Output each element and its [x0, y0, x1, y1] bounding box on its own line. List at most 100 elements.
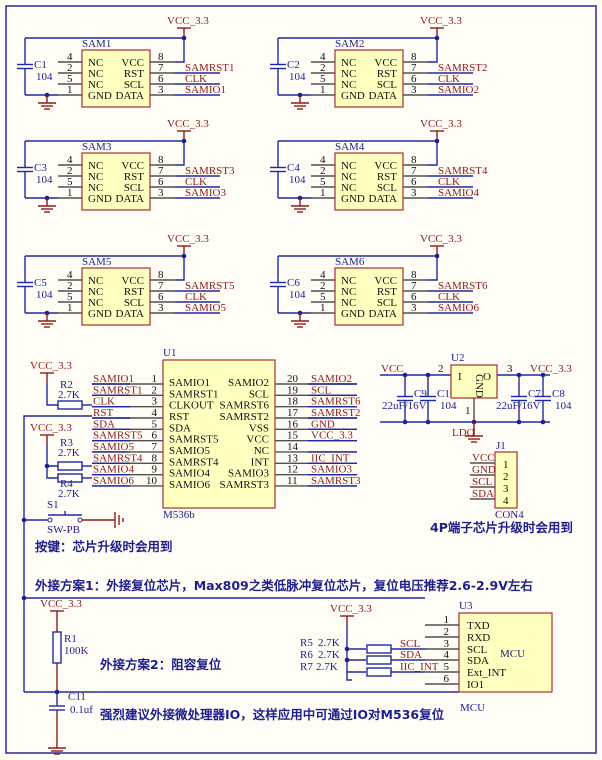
pin-number: 16 [287, 418, 299, 430]
pin-name: TXD [467, 620, 490, 632]
pin-name: RST [124, 286, 144, 298]
net-label: SDA [93, 418, 115, 430]
pin-number: 3 [158, 84, 164, 96]
pin-number: 4 [67, 51, 73, 63]
pin-number: 11 [287, 475, 298, 487]
power-port-vcc: VCC_3.3 [330, 603, 372, 626]
junction-dot [44, 463, 50, 469]
net-label: SCL [311, 384, 331, 396]
net-label: GND [472, 464, 496, 476]
mcu-center-label: MCU [500, 648, 525, 660]
net-label: CLK [438, 73, 460, 85]
sam-chip-body [81, 49, 151, 108]
pin-number: 8 [158, 51, 164, 63]
pin-name: GND [88, 308, 112, 320]
capacitor-[object SVGGElement] [397, 375, 413, 422]
pin-number: 1 [465, 405, 471, 417]
net-label: SAMIO1 [185, 84, 226, 96]
pin-number: 3 [507, 363, 513, 375]
pin-number: 5 [320, 176, 326, 188]
pin-number: 3 [411, 302, 417, 314]
ldo-label: LDO [452, 427, 475, 439]
pin-name: SAMIO6 [169, 479, 210, 491]
pin-number: 3 [158, 302, 164, 314]
net-label: SAMRST1 [93, 384, 143, 396]
s1-part: SW-PB [47, 524, 80, 536]
pin-number: 5 [320, 291, 326, 303]
j1-ref: J1 [496, 440, 506, 452]
pin-name: NC [341, 286, 356, 298]
c7-ref: C7 [528, 388, 541, 400]
sam-chip-body [81, 267, 151, 326]
pin-name: DATA [116, 308, 145, 320]
wire [25, 37, 185, 63]
net-label: SAMRST5 [93, 430, 143, 442]
pin-number: 6 [158, 176, 164, 188]
junction-dot [434, 138, 440, 144]
mcu-body [458, 612, 553, 693]
sam-ref: SAM2 [335, 38, 364, 50]
pin-number: 20 [287, 373, 299, 385]
power-label: VCC_3.3 [167, 118, 209, 130]
pin-number: 4 [503, 495, 509, 507]
pin-number: 2 [320, 165, 326, 177]
pin-name: SAMRST2 [219, 411, 269, 423]
net-label: GND [311, 418, 335, 430]
r1-ref: R1 [64, 633, 77, 645]
net-label: SAMRST5 [185, 280, 235, 292]
pin-number: 19 [287, 384, 299, 396]
pin-number: 8 [158, 269, 164, 281]
r5-value: 2.7K [318, 637, 340, 649]
pullup-resistor-body [366, 644, 392, 654]
pin-number: 1 [503, 459, 509, 471]
ground-symbol [465, 428, 483, 443]
pullup-resistor-body [366, 655, 392, 665]
pin-name: RST [377, 68, 397, 80]
pin-number: 18 [287, 396, 299, 408]
net-label: SAMIO3 [311, 464, 352, 476]
net-label: SAMIO4 [438, 187, 479, 199]
net-label: CLK [438, 291, 460, 303]
pin-name: SCL [467, 644, 487, 656]
pin-number: 4 [320, 269, 326, 281]
net-label: SAMRST2 [438, 62, 488, 74]
r4-value: 2.7K [58, 488, 80, 500]
net-label: SDA [400, 649, 422, 661]
sam-chip-body [81, 152, 151, 211]
j1-body [494, 451, 518, 509]
pin-number: 2 [503, 471, 509, 483]
pin-name: VCC [121, 160, 144, 172]
net-label: SAMRST2 [311, 407, 361, 419]
pin-number: 15 [287, 430, 299, 442]
pin-name: CLKOUT [169, 400, 214, 412]
pin-name: DATA [369, 308, 398, 320]
sam-chip-body [334, 152, 404, 211]
c7-value: 22uF/16V [496, 400, 541, 412]
net-label: SCL [472, 476, 492, 488]
pin-name: RST [377, 286, 397, 298]
net-label: SAMRST6 [311, 396, 361, 408]
pin-number: 8 [411, 51, 417, 63]
pin-name: IO1 [467, 679, 484, 691]
power-label: VCC_3.3 [420, 233, 462, 245]
pin-number: 3 [152, 396, 158, 408]
ldo-body [450, 364, 498, 399]
r2-body [57, 400, 83, 410]
pin-name: NC [88, 171, 103, 183]
wire [278, 255, 438, 281]
pin-number: 1 [320, 302, 326, 314]
sam-ref: SAM6 [335, 256, 365, 268]
pin-name: NC [341, 68, 356, 80]
pin-number: 2 [438, 363, 444, 375]
pin-name: NC [88, 297, 103, 309]
net-label: SAMIO1 [93, 373, 134, 385]
vout-label: VCC_3.3 [530, 363, 572, 375]
power-port-vcc: VCC_3.3 [167, 118, 209, 141]
c8-value: 104 [555, 400, 572, 412]
